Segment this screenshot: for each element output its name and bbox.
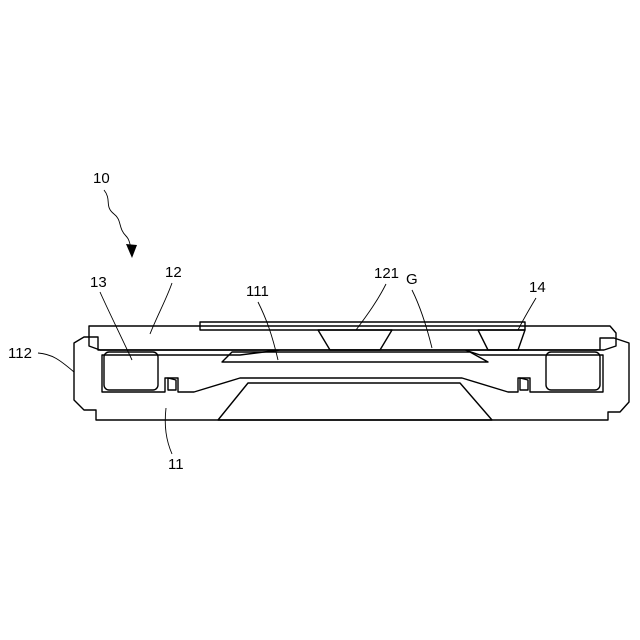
peg-right <box>520 378 528 390</box>
lid-window-gap-2 <box>478 330 525 350</box>
label-10: 10 <box>93 170 110 187</box>
label-112: 112 <box>8 345 32 362</box>
label-11: 11 <box>168 456 184 473</box>
label-121: 121 <box>374 265 399 282</box>
leader-121 <box>356 284 386 330</box>
inner-plate <box>222 352 488 362</box>
recess-cavity <box>218 383 492 420</box>
label-13: 13 <box>90 274 107 291</box>
seal-right <box>546 352 600 390</box>
leader-11 <box>165 408 172 454</box>
leader-112 <box>38 353 74 372</box>
arrow-10 <box>104 190 132 252</box>
label-g: G <box>406 271 418 288</box>
label-12: 12 <box>165 264 182 281</box>
lid-window-gap <box>318 330 392 350</box>
label-111: 111 <box>246 283 269 300</box>
arrow-10-head <box>126 244 137 258</box>
label-14: 14 <box>529 279 546 296</box>
peg-left <box>168 378 176 390</box>
leader-14 <box>518 298 536 330</box>
leader-g <box>412 290 432 348</box>
